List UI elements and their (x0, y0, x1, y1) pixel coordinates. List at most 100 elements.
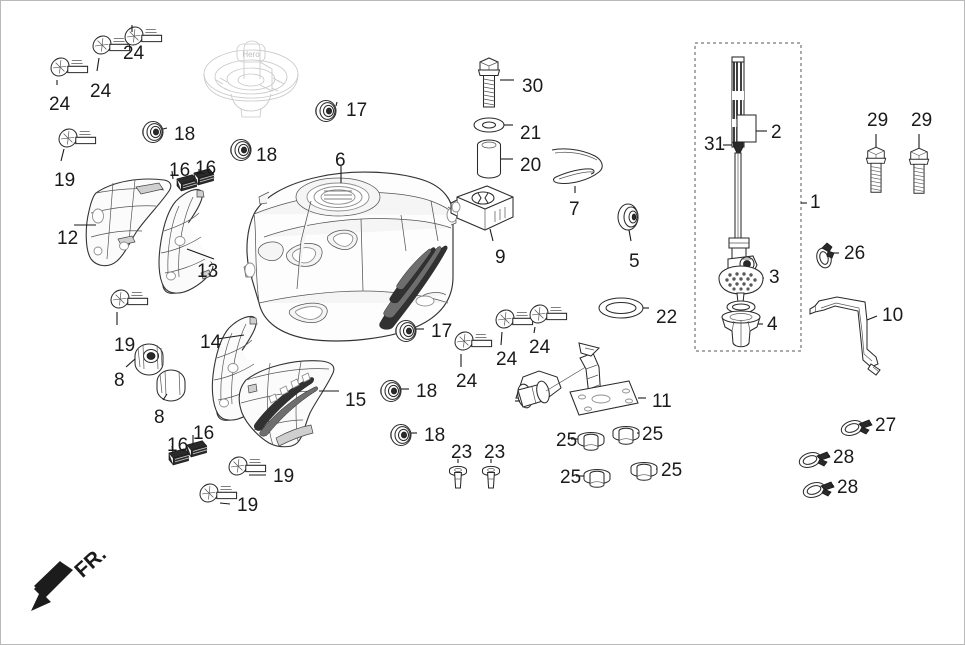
callout-label: 24 (90, 81, 112, 102)
fuel-pump-group-box (694, 42, 802, 352)
part-19-screw-b (106, 278, 152, 325)
part-24-screw-c (120, 15, 166, 60)
callout-label: 12 (57, 228, 79, 249)
callout-label: 29 (867, 110, 889, 131)
callout-label: 16 (193, 423, 215, 444)
part-25-nut-c (576, 468, 611, 488)
callout-label: 30 (522, 76, 544, 97)
part-18-grommet-b (229, 138, 252, 162)
callout-label: 24 (123, 43, 145, 64)
callout-label: 9 (495, 247, 506, 268)
callout-label: 16 (167, 435, 189, 456)
part-16-clip-b (193, 168, 216, 186)
callout-label: 19 (237, 495, 259, 516)
fuel-cap-ghost: Hero (203, 40, 299, 118)
callout-label: 10 (882, 305, 904, 326)
part-28-cable-clamp-a (796, 449, 831, 471)
part-30-flange-bolt (477, 57, 514, 108)
part-11-fuel-level-sender (515, 342, 646, 416)
part-27-cable-clamp (838, 417, 873, 439)
part-26-retaining-clip (816, 242, 839, 269)
callout-label: 17 (431, 321, 453, 342)
callout-label: 27 (875, 415, 897, 436)
part-8-rubber-cushion-a (125, 343, 164, 376)
part-7-hook-bracket (551, 148, 603, 193)
part-19-screw-c (224, 445, 270, 490)
callout-label: 4 (767, 314, 778, 335)
part-23-push-rivet-a (448, 459, 468, 489)
part-16-clip-d (186, 435, 209, 458)
callout-label: 2 (771, 122, 782, 143)
part-17-grommet-b (394, 319, 424, 343)
callout-label: 17 (346, 100, 368, 121)
part-5-grommet (617, 203, 639, 242)
part-9-fuel-sensor-unit (450, 185, 514, 242)
callout-label: 25 (642, 424, 664, 445)
callout-label: 24 (496, 349, 518, 370)
callout-label: 24 (49, 94, 71, 115)
callout-label: 23 (451, 442, 473, 463)
callout-label: 18 (256, 145, 278, 166)
part-10-fuel-hose (809, 296, 881, 376)
callout-label: 8 (114, 370, 125, 391)
part-25-nut-d (630, 461, 658, 481)
callout-label: 19 (273, 466, 295, 487)
callout-label: 5 (629, 251, 640, 272)
callout-label: 24 (456, 371, 478, 392)
callout-leader-13 (186, 248, 215, 260)
part-24-screw-e (491, 298, 537, 346)
part-28-cable-clamp-b (800, 479, 835, 501)
part-12-side-cover-left (85, 178, 172, 267)
callout-label: 23 (484, 442, 506, 463)
callout-label: 31 (704, 134, 726, 155)
callout-label: 28 (833, 447, 855, 468)
callout-label: 20 (520, 155, 542, 176)
callout-label: 13 (197, 261, 219, 282)
callout-label: 25 (560, 467, 582, 488)
part-16-clip-c (168, 445, 191, 466)
callout-label: 25 (661, 460, 683, 481)
callout-label: 7 (569, 199, 580, 220)
part-8-rubber-cushion-b (156, 369, 186, 402)
callout-label: 16 (169, 160, 191, 181)
part-6-fuel-tank (243, 171, 458, 342)
part-1-fuel-pump-assembly (718, 56, 767, 348)
part-15-side-cover-right (238, 360, 335, 448)
callout-label: 25 (556, 430, 578, 451)
part-19-screw-d (195, 472, 241, 517)
callout-label: 1 (810, 192, 821, 213)
callout-label: 18 (424, 425, 446, 446)
part-13-inner-panel (158, 188, 214, 294)
part-24-screw-d (450, 320, 496, 367)
callout-label: 11 (652, 391, 672, 412)
part-16-clip-a (171, 170, 199, 192)
callout-label: 3 (769, 267, 780, 288)
callout-label: 26 (844, 243, 866, 264)
callout-label: 8 (154, 407, 165, 428)
part-18-grommet-a (141, 120, 168, 144)
part-18-grommet-c (379, 379, 409, 403)
part-29-flange-bolt-a (865, 134, 887, 193)
callout-label: 14 (200, 332, 222, 353)
front-direction-marker (31, 561, 73, 611)
callout-leader-14 (216, 334, 245, 340)
callout-label: 22 (656, 307, 678, 328)
part-21-washer (473, 117, 513, 133)
part-20-collar (476, 139, 513, 179)
part-17-grommet-a (314, 99, 338, 123)
callout-label: 15 (345, 390, 367, 411)
part-25-nut-a (571, 431, 605, 451)
brand-text: Hero (242, 50, 260, 59)
callout-label: 16 (195, 158, 217, 179)
part-25-nut-b (612, 425, 640, 445)
part-23-push-rivet-b (481, 459, 501, 489)
callout-label: 19 (54, 170, 76, 191)
callout-label: 28 (837, 477, 859, 498)
callout-label: 6 (335, 150, 346, 171)
callout-label: 21 (520, 123, 542, 144)
callout-label: 19 (114, 335, 136, 356)
part-24-screw-a (46, 46, 92, 91)
callout-label: 29 (911, 110, 933, 131)
